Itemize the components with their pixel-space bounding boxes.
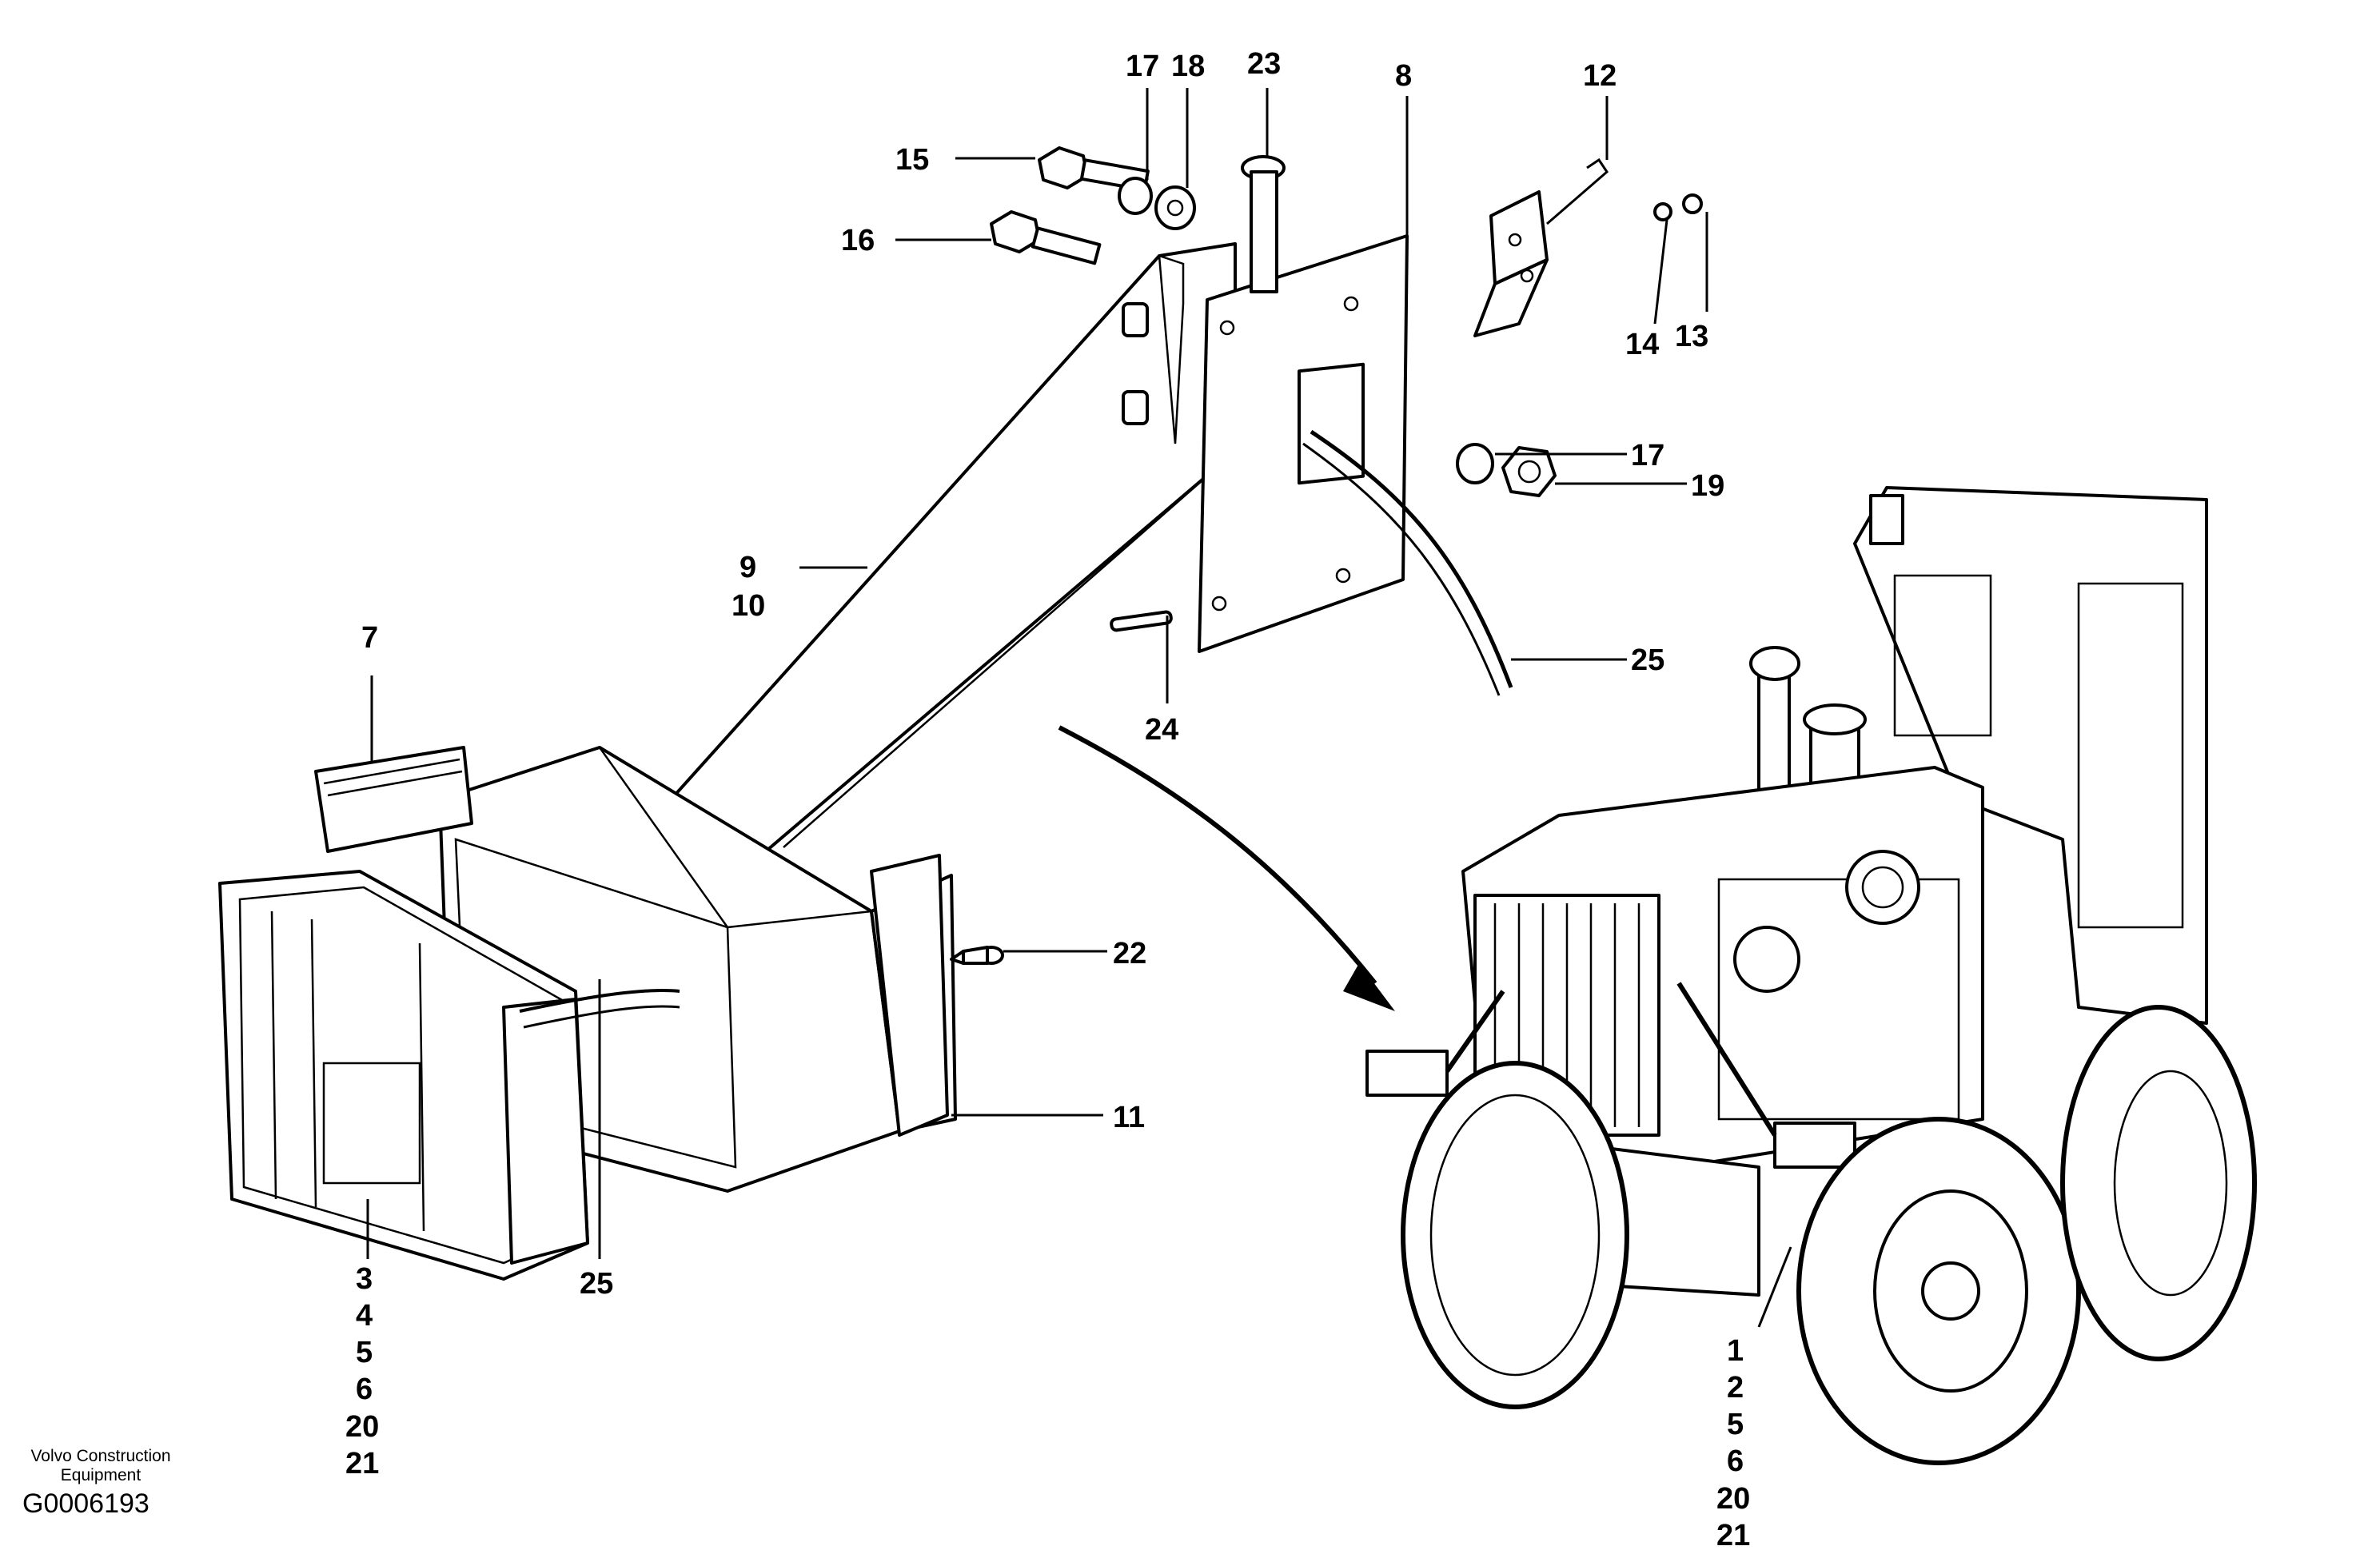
lamp-lens: [218, 870, 589, 1281]
right-stack-4: 6: [1727, 1444, 1744, 1478]
callout-7: 7: [361, 621, 378, 655]
motor-grader-illustration: [1365, 486, 2257, 1465]
right-stack-1: 1: [1727, 1334, 1744, 1368]
leader-lines: [366, 88, 1792, 1328]
callout-10: 10: [732, 589, 765, 623]
washer-17: [1118, 177, 1153, 215]
callout-25-top: 25: [1631, 644, 1664, 677]
callout-23: 23: [1247, 47, 1281, 81]
callout-22: 22: [1113, 937, 1146, 970]
document-id: G0006193: [22, 1488, 149, 1519]
pin: [1241, 155, 1286, 293]
callout-24: 24: [1145, 713, 1178, 747]
bracket-arm: [594, 242, 1237, 889]
brand-caption: Volvo Construction Equipment: [21, 1447, 181, 1485]
left-stack-5: 20: [345, 1410, 379, 1444]
screw-22: [950, 946, 1004, 965]
brand-line-2: Equipment: [60, 1466, 142, 1484]
reflector: [314, 746, 473, 853]
left-stack-3: 5: [356, 1336, 373, 1369]
callout-9: 9: [740, 551, 756, 584]
callout-17-top: 17: [1126, 50, 1159, 83]
callout-labels: 17 18 23 8 12 15 16 14 13 17 19 9 10 25 …: [345, 47, 1750, 1552]
right-stack-3: 5: [1727, 1408, 1744, 1441]
nut-washer: [1456, 443, 1557, 497]
washer-18: [1154, 185, 1196, 230]
callout-15: 15: [895, 143, 929, 177]
callout-13: 13: [1675, 320, 1708, 353]
callout-18: 18: [1171, 50, 1205, 83]
callout-14: 14: [1625, 328, 1659, 361]
screw-13: [1653, 193, 1703, 221]
small-bracket: [1473, 157, 1609, 337]
left-stack-2: 4: [356, 1299, 373, 1333]
left-stack-1: 3: [356, 1262, 373, 1296]
left-stack-4: 6: [356, 1373, 373, 1406]
callout-25-bottom: 25: [580, 1267, 613, 1301]
right-stack-5: 20: [1716, 1482, 1750, 1516]
right-stack-6: 21: [1716, 1519, 1750, 1552]
bolt-16: [990, 210, 1102, 265]
callout-8: 8: [1395, 59, 1412, 93]
callout-19: 19: [1691, 469, 1724, 503]
callout-11: 11: [1113, 1101, 1145, 1134]
left-stack-6: 21: [345, 1447, 379, 1480]
callout-16: 16: [841, 224, 875, 257]
right-stack-2: 2: [1727, 1371, 1744, 1405]
clip: [1110, 610, 1173, 632]
callout-12: 12: [1583, 59, 1617, 93]
gasket: [870, 854, 949, 1137]
brand-line-1: Volvo Construction: [30, 1447, 171, 1465]
callout-17-right: 17: [1631, 439, 1664, 472]
